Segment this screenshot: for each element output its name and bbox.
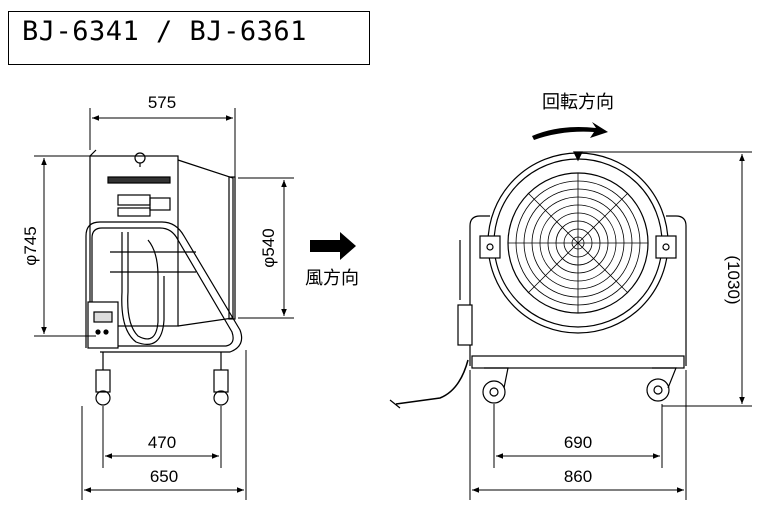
front-view bbox=[389, 151, 687, 409]
rotation-label: 回転方向 bbox=[542, 92, 614, 113]
front-dimensions bbox=[469, 151, 752, 500]
rotation-arrow-icon bbox=[532, 122, 608, 140]
side-view bbox=[85, 149, 243, 406]
side-dimensions bbox=[34, 108, 294, 500]
airflow-arrow-icon bbox=[310, 232, 356, 260]
dim-650: 650 bbox=[150, 467, 178, 486]
dim-690: 690 bbox=[564, 433, 592, 452]
airflow-label: 風方向 bbox=[305, 268, 359, 289]
dim-phi540: φ540 bbox=[259, 228, 278, 267]
dim-1030: (1030) bbox=[724, 255, 743, 304]
model-title: BJ-6341 / BJ-6361 bbox=[22, 16, 307, 47]
dim-860: 860 bbox=[564, 467, 592, 486]
dim-470: 470 bbox=[148, 433, 176, 452]
dim-phi745: φ745 bbox=[21, 226, 40, 265]
dim-575: 575 bbox=[148, 93, 176, 112]
model-title-box bbox=[8, 11, 370, 65]
